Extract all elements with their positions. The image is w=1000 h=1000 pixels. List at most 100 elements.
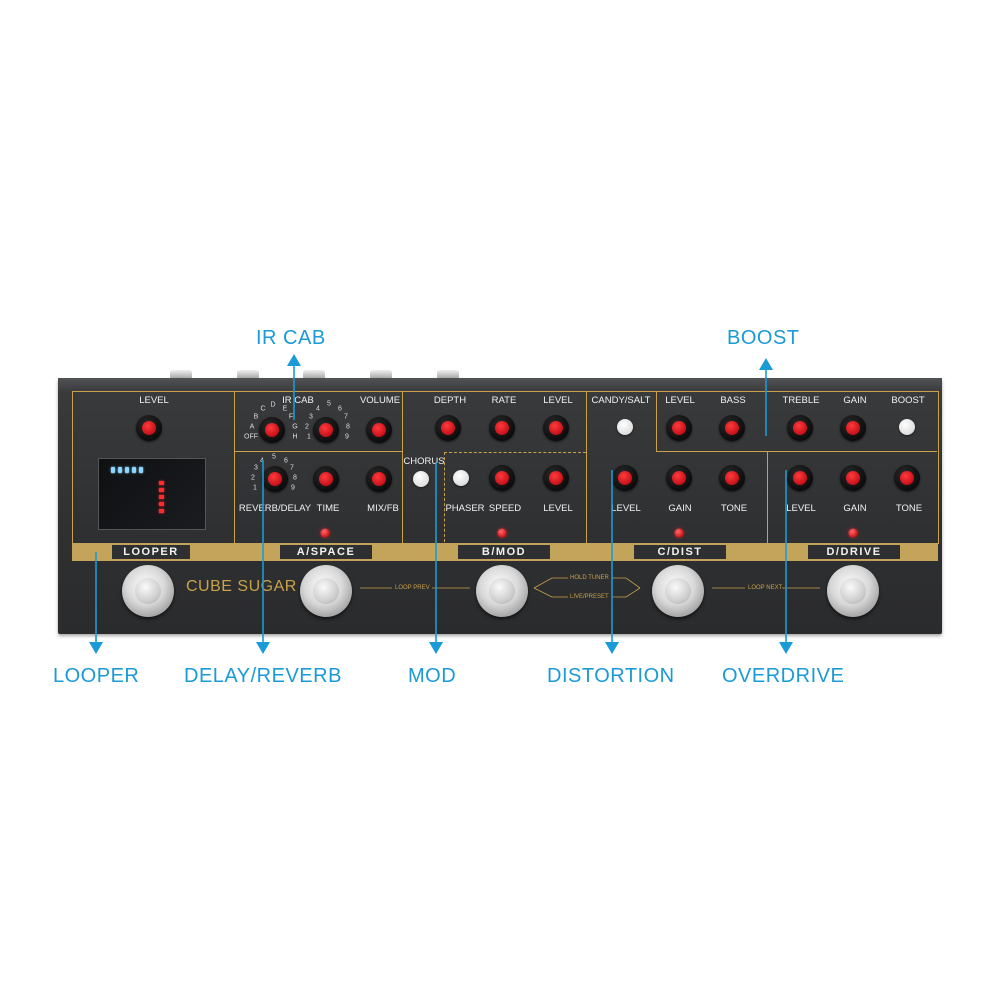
bass-label: BASS [720, 395, 746, 406]
divider-space [402, 391, 403, 543]
reverb-delay-knob[interactable] [262, 466, 288, 492]
mod-level-knob[interactable] [543, 415, 569, 441]
looper-level-label: LEVEL [139, 395, 169, 406]
phaser-box-left [444, 452, 445, 542]
callout-overdrive: OVERDRIVE [722, 665, 845, 687]
mix-fb-label: MIX/FB [367, 503, 399, 514]
divider-space-rows [234, 451, 402, 452]
mix-fb-knob[interactable] [366, 466, 392, 492]
rv-num-2: 2 [251, 474, 255, 482]
divider-boost-bottom [656, 451, 937, 452]
display-segment [159, 502, 164, 506]
jack-1 [170, 370, 192, 380]
ir-num-8: 8 [346, 423, 350, 431]
ir-variant-knob[interactable] [313, 417, 339, 443]
mod-title: B/MOD [458, 545, 550, 559]
chorus-label: CHORUS [403, 456, 445, 467]
ir-letter-d: D [270, 401, 276, 409]
dist-title: C/DIST [634, 545, 726, 559]
drive-led [848, 528, 858, 538]
ir-num-3: 3 [309, 413, 313, 421]
rv-num-7: 7 [290, 464, 294, 472]
dist-gain-knob[interactable] [666, 465, 692, 491]
ir-num-7: 7 [344, 413, 348, 421]
treble-knob[interactable] [787, 415, 813, 441]
phaser-level-knob[interactable] [543, 465, 569, 491]
dist-footswitch[interactable] [652, 565, 704, 617]
drive-tone-knob[interactable] [894, 465, 920, 491]
bass-knob[interactable] [719, 415, 745, 441]
ir-cab-knob[interactable] [259, 417, 285, 443]
space-title: A/SPACE [280, 545, 372, 559]
phaser-button[interactable] [453, 470, 469, 486]
ir-letter-b: B [253, 413, 259, 421]
time-knob[interactable] [313, 466, 339, 492]
drive-level-knob[interactable] [787, 465, 813, 491]
rv-num-4: 4 [260, 457, 264, 465]
ir-cab-label: IR CAB [282, 395, 314, 406]
display-dot [125, 467, 129, 473]
candy-salt-label: CANDY/SALT [591, 395, 651, 406]
candy-salt-button[interactable] [617, 419, 633, 435]
treble-label: TREBLE [782, 395, 820, 406]
boost-level-knob[interactable] [666, 415, 692, 441]
ir-letter-c: C [260, 405, 266, 413]
drive-gain-knob[interactable] [840, 465, 866, 491]
display-segment [159, 509, 164, 513]
volume-knob[interactable] [366, 417, 392, 443]
hold-tuner-label: HOLD TUNER [570, 575, 609, 581]
rate-knob[interactable] [489, 415, 515, 441]
divider-looper [234, 391, 235, 543]
speed-knob[interactable] [489, 465, 515, 491]
boost-label: BOOST [891, 395, 925, 406]
jack-2 [237, 370, 259, 380]
volume-label: VOLUME [359, 395, 401, 406]
looper-footswitch[interactable] [122, 565, 174, 617]
mod-footswitch[interactable] [476, 565, 528, 617]
ir-letter-a: A [249, 423, 255, 431]
divider-mod [586, 391, 587, 543]
rv-num-6: 6 [284, 457, 288, 465]
callout-mod: MOD [408, 665, 457, 687]
display-segment [159, 481, 164, 485]
chorus-button[interactable] [413, 471, 429, 487]
divider-dist [767, 452, 768, 543]
dist-level-label: LEVEL [611, 503, 641, 514]
ir-num-2: 2 [305, 423, 309, 431]
jack-5 [437, 370, 459, 380]
display-dot [132, 467, 136, 473]
boost-gain-knob[interactable] [840, 415, 866, 441]
rv-num-3: 3 [254, 464, 258, 472]
display-dot [111, 467, 115, 473]
looper-level-knob[interactable] [136, 415, 162, 441]
mod-level-label: LEVEL [543, 395, 573, 406]
callout-boost: BOOST [727, 327, 800, 349]
rv-num-9: 9 [291, 484, 295, 492]
looper-display [98, 458, 206, 530]
callout-distortion: DISTORTION [547, 665, 675, 687]
ir-letter-h: H [292, 433, 298, 441]
dist-level-knob[interactable] [612, 465, 638, 491]
boost-button[interactable] [899, 419, 915, 435]
ir-num-5: 5 [327, 400, 331, 408]
ir-num-6: 6 [338, 405, 342, 413]
drive-footswitch[interactable] [827, 565, 879, 617]
mod-led [497, 528, 507, 538]
space-footswitch[interactable] [300, 565, 352, 617]
rv-num-1: 1 [253, 484, 257, 492]
display-dot [118, 467, 122, 473]
depth-knob[interactable] [435, 415, 461, 441]
divider-boost-left [656, 391, 657, 451]
phaser-level-label: LEVEL [543, 503, 573, 514]
drive-tone-label: TONE [895, 503, 923, 514]
phaser-label: PHASER [445, 503, 485, 514]
dist-tone-knob[interactable] [719, 465, 745, 491]
callout-looper: LOOPER [53, 665, 140, 687]
space-led [320, 528, 330, 538]
ir-num-4: 4 [316, 405, 320, 413]
callout-delay-reverb: DELAY/REVERB [184, 665, 342, 687]
drive-gain-label: GAIN [843, 503, 867, 514]
rv-num-8: 8 [293, 474, 297, 482]
dist-gain-label: GAIN [668, 503, 692, 514]
drive-title: D/DRIVE [808, 545, 900, 559]
